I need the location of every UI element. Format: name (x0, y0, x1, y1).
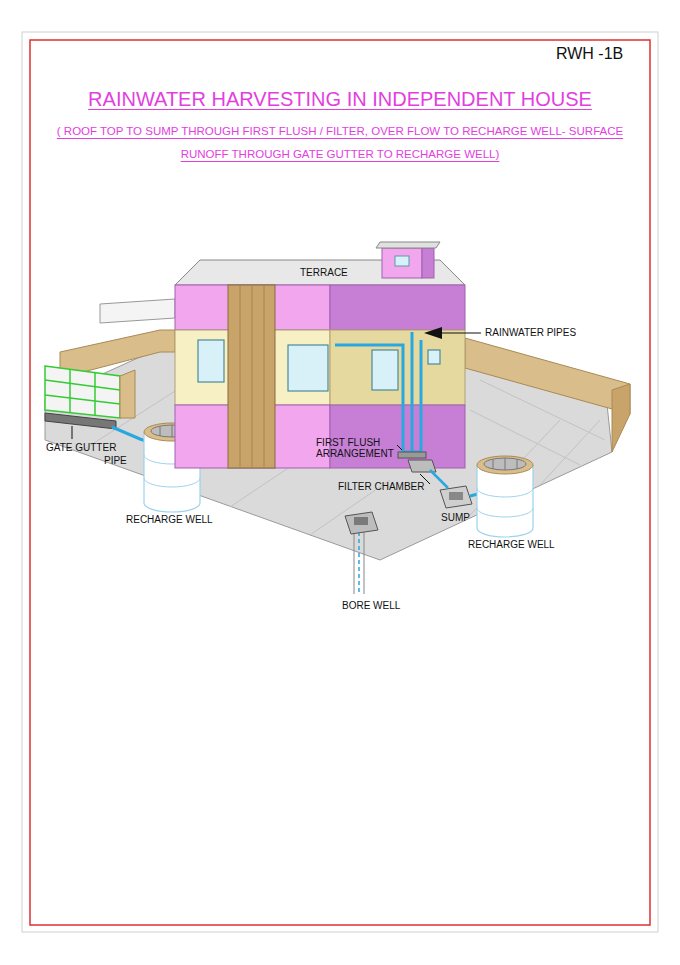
recharge-well (477, 456, 533, 537)
compound-wall (612, 384, 630, 452)
wall-band (330, 285, 465, 330)
part-label: FILTER CHAMBER (338, 481, 425, 492)
wood-panel (228, 285, 275, 468)
sump-lid (449, 492, 463, 500)
part-label: BORE WELL (342, 600, 400, 611)
part-label: FIRST FLUSH ARRANGEMENT (316, 437, 396, 459)
balcony-rail (100, 299, 175, 323)
part-label: TERRACE (300, 267, 348, 278)
bore-well (345, 512, 378, 594)
compound-wall (465, 338, 630, 414)
part-label: RECHARGE WELL (468, 539, 555, 550)
runoff-pipe (112, 427, 146, 441)
rainwater-pipe (335, 332, 421, 452)
gate-bars (45, 369, 120, 416)
title: RAINWATER HARVESTING IN INDEPENDENT HOUS… (30, 88, 650, 111)
gate-pillar (120, 370, 135, 418)
sump (440, 486, 472, 508)
leader-line (72, 426, 430, 484)
sheet-code: RWH -1B (556, 45, 623, 63)
border (30, 40, 650, 925)
part-label: RECHARGE WELL (126, 514, 213, 525)
pointer-arrow (424, 327, 442, 339)
gate-gutter (45, 413, 116, 429)
subtitle: ( ROOF TOP TO SUMP THROUGH FIRST FLUSH /… (36, 120, 644, 166)
part-label: RAINWATER PIPES (485, 327, 576, 338)
first-flush (398, 452, 426, 458)
wall-band (330, 330, 465, 405)
part-label: GATE GUTTER (46, 442, 116, 453)
gate (45, 366, 120, 418)
pipe (430, 470, 448, 488)
stair-room (376, 242, 440, 278)
part-label: SUMP (441, 512, 470, 523)
page-frame (22, 32, 658, 932)
part-label: PIPE (104, 455, 127, 466)
leader-line (440, 333, 481, 334)
